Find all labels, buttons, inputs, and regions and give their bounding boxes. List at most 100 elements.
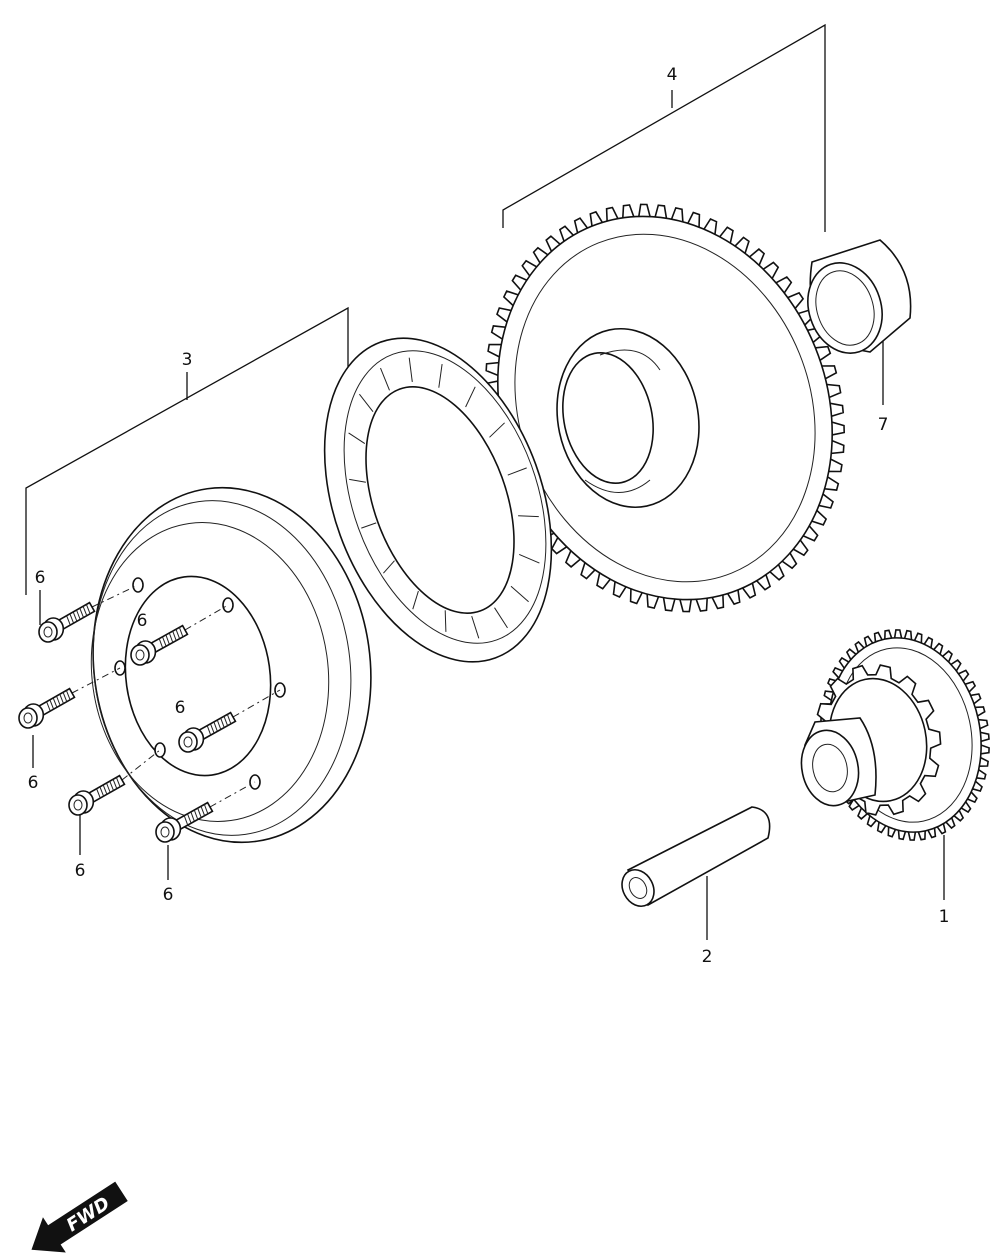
bolt-thread — [65, 690, 71, 700]
sprag — [519, 553, 540, 564]
bolt-thread — [193, 809, 199, 820]
fwd-arrow-shape — [31, 1181, 128, 1253]
boss-bore — [812, 743, 848, 793]
bolt-axis — [121, 749, 161, 781]
shaft-body — [626, 806, 771, 907]
bolt-head — [18, 707, 38, 729]
sprag — [471, 615, 480, 639]
bolt-thread — [220, 717, 225, 728]
bolt-thread — [106, 782, 111, 793]
bolt-thread — [115, 777, 121, 787]
bolt-thread — [49, 699, 55, 710]
bolt-head — [38, 621, 58, 643]
bolt-hex-socket — [73, 799, 83, 811]
clutch-ring-inner-edge — [343, 350, 547, 644]
bolt-thread — [197, 807, 202, 818]
bolt-thread — [183, 815, 189, 826]
fwd-direction-arrow: FWD — [31, 1181, 128, 1253]
sprag — [361, 522, 377, 529]
bolt-thread — [165, 634, 170, 645]
bolt-head — [178, 731, 198, 753]
shaft-end — [621, 869, 655, 907]
label-part-3: 3 — [182, 350, 193, 370]
bolt-thread — [168, 632, 174, 643]
bolt-thread — [175, 629, 181, 639]
bolt-thread — [62, 692, 68, 702]
bolt-hex-socket — [183, 736, 193, 748]
gear-4-hub-shading — [584, 349, 661, 493]
sprag — [359, 393, 374, 413]
sprag — [489, 422, 505, 438]
sprag — [444, 610, 447, 632]
gear-4-hub-bore — [562, 351, 654, 485]
sprag — [510, 585, 529, 603]
bolt-thread — [158, 638, 164, 649]
bolt-thread — [200, 806, 206, 816]
bolt-thread — [216, 719, 222, 730]
bolt-thread — [213, 721, 218, 732]
bolt-thread — [178, 627, 184, 638]
driven-gear-part-4 — [484, 203, 846, 613]
bolt-thread — [190, 811, 195, 822]
bolt-hex-socket — [160, 826, 170, 838]
sprag — [348, 432, 366, 445]
clutch-sprags — [348, 357, 540, 639]
bolt-hole — [222, 597, 234, 613]
sprag — [408, 357, 413, 382]
sprag — [349, 478, 366, 483]
bolt-hex-socket — [135, 649, 145, 661]
reduction-gear-part-1 — [800, 629, 990, 841]
bolt-thread — [210, 723, 215, 734]
bolt-thread — [226, 714, 232, 725]
bolt-thread — [79, 608, 84, 618]
bolt-thread — [96, 788, 101, 799]
bolt-head — [68, 794, 88, 816]
bolt-head — [155, 821, 175, 843]
sprag — [412, 590, 419, 610]
housing-face-ring — [90, 522, 330, 822]
bolt-thread — [112, 779, 118, 789]
bolt-thread — [109, 781, 114, 791]
label-part-6-c: 6 — [175, 698, 186, 718]
bolt-axis — [232, 689, 281, 718]
housing-rim — [92, 500, 352, 836]
bolt-thread — [72, 611, 78, 622]
label-part-6-b: 6 — [137, 611, 148, 631]
leader-lines — [25, 23, 945, 940]
bolt-thread — [187, 813, 192, 824]
clutch-ring-bore — [365, 386, 515, 614]
bolt-thread — [46, 701, 51, 712]
sprag — [465, 386, 476, 408]
bolt-thread — [102, 784, 108, 795]
label-part-4: 4 — [667, 65, 678, 85]
bolt-thread — [206, 725, 212, 736]
shaft-end-chamfer — [628, 877, 648, 899]
bolt-thread — [52, 697, 58, 708]
sprag — [383, 560, 395, 574]
bushing-bore — [815, 270, 875, 346]
label-part-7: 7 — [878, 415, 889, 435]
bolt-thread — [59, 694, 64, 704]
bolt-axes — [71, 584, 281, 808]
bolt-hex-socket — [23, 712, 33, 724]
bolt-thread — [85, 604, 91, 614]
bolt-thread — [69, 613, 75, 624]
label-part-1: 1 — [939, 907, 950, 927]
part-labels: 4 3 7 1 2 6 6 6 6 6 6 — [28, 65, 950, 967]
bracket-4 — [502, 23, 826, 232]
bolt-thread — [66, 615, 71, 626]
bolt-thread — [76, 609, 81, 620]
boss-face — [800, 729, 860, 807]
bolt-head — [130, 644, 150, 666]
bolt-thread — [162, 636, 167, 647]
bushing-face — [807, 262, 883, 354]
bolt-thread — [203, 804, 209, 815]
bolt-hex-socket — [43, 626, 53, 638]
housing-center-bore — [124, 575, 272, 777]
label-part-6-d: 6 — [28, 773, 39, 793]
shaft-part-2 — [621, 806, 771, 907]
one-way-clutch-ring — [323, 337, 553, 663]
bolt-thread — [172, 630, 177, 641]
bushing-part-7 — [807, 239, 912, 354]
